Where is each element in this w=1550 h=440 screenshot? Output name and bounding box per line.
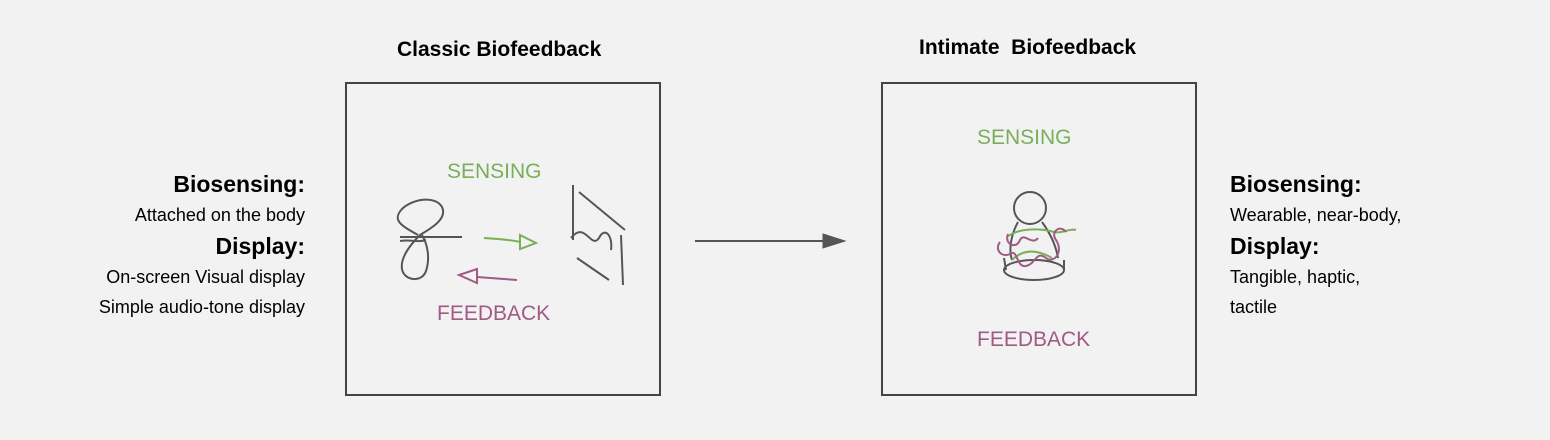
- classic-frame: [345, 82, 661, 396]
- sensing-arrow: [483, 233, 539, 251]
- classic-biosensing-heading: Biosensing:: [173, 171, 305, 197]
- classic-screen-sketch: [570, 185, 626, 286]
- classic-feedback-label: FEEDBACK: [437, 302, 551, 325]
- classic-display-line1: On-screen Visual display: [106, 267, 305, 287]
- intimate-title: Intimate Biofeedback: [919, 36, 1137, 59]
- intimate-display-line1: Tangible, haptic,: [1230, 267, 1361, 287]
- classic-display-line2: Simple audio-tone display: [98, 297, 305, 317]
- intimate-feedback-label: FEEDBACK: [977, 328, 1091, 351]
- intimate-sensing-label: SENSING: [977, 126, 1072, 149]
- intimate-biosensing-text: Wearable, near-body,: [1230, 205, 1402, 225]
- intimate-biosensing-heading: Biosensing:: [1230, 171, 1362, 197]
- classic-biosensing-text: Attached on the body: [134, 205, 305, 225]
- intimate-frame: [881, 82, 1197, 396]
- intimate-display-line2: tactile: [1230, 297, 1278, 317]
- classic-side-text: Biosensing: Attached on the body Display…: [40, 168, 305, 322]
- classic-figure-sketch: [396, 198, 462, 280]
- classic-title: Classic Biofeedback: [397, 38, 602, 61]
- transition-arrow: [695, 233, 847, 249]
- intimate-figure-sketch: [996, 191, 1077, 281]
- classic-display-heading: Display:: [215, 233, 305, 259]
- feedback-arrow: [456, 267, 518, 285]
- intimate-display-heading: Display:: [1230, 233, 1320, 259]
- intimate-side-text: Biosensing: Wearable, near-body, Display…: [1230, 168, 1490, 322]
- classic-sensing-label: SENSING: [447, 160, 542, 183]
